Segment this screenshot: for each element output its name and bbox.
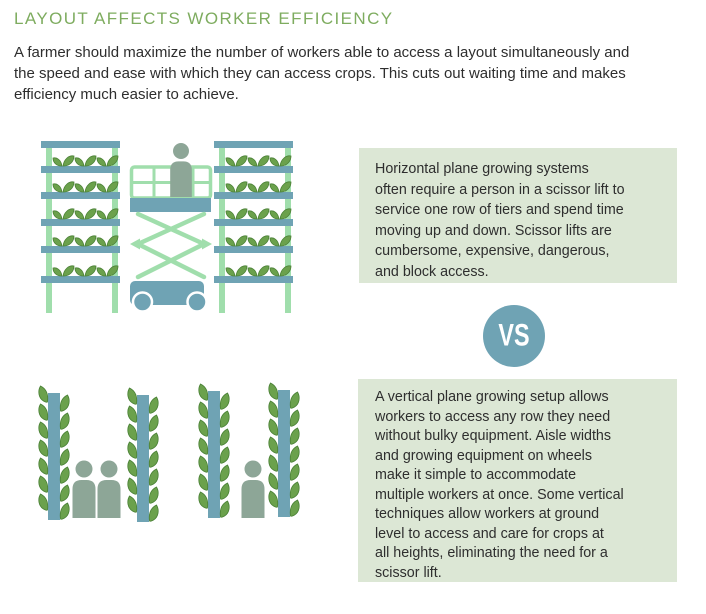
grow-rack-right-icon: [214, 141, 293, 313]
info-box-horizontal-system: Horizontal plane growing systems often r…: [359, 148, 677, 283]
grow-tower-icon: [269, 383, 299, 517]
worker-icon: [241, 460, 265, 518]
worker-icon: [97, 460, 121, 518]
worker-icon: [72, 460, 96, 518]
grow-tower-icon: [199, 384, 229, 518]
grow-rack-left-icon: [41, 141, 120, 313]
vs-badge: VS: [483, 305, 545, 367]
scissor-lift-icon: [129, 143, 213, 313]
page-title: LAYOUT AFFECTS WORKER EFFICIENCY: [14, 9, 394, 28]
grow-tower-icon: [128, 388, 158, 522]
vs-label: VS: [498, 318, 530, 353]
top-illustration-racks-scissor-lift-icon: [0, 120, 360, 320]
bottom-illustration-grow-towers-icon: [0, 380, 360, 530]
grow-tower-icon: [39, 386, 69, 520]
intro-paragraph: A farmer should maximize the number of w…: [14, 44, 630, 103]
worker-icon: [170, 143, 192, 198]
info-box-vertical-system: A vertical plane growing setup allows wo…: [358, 379, 677, 582]
